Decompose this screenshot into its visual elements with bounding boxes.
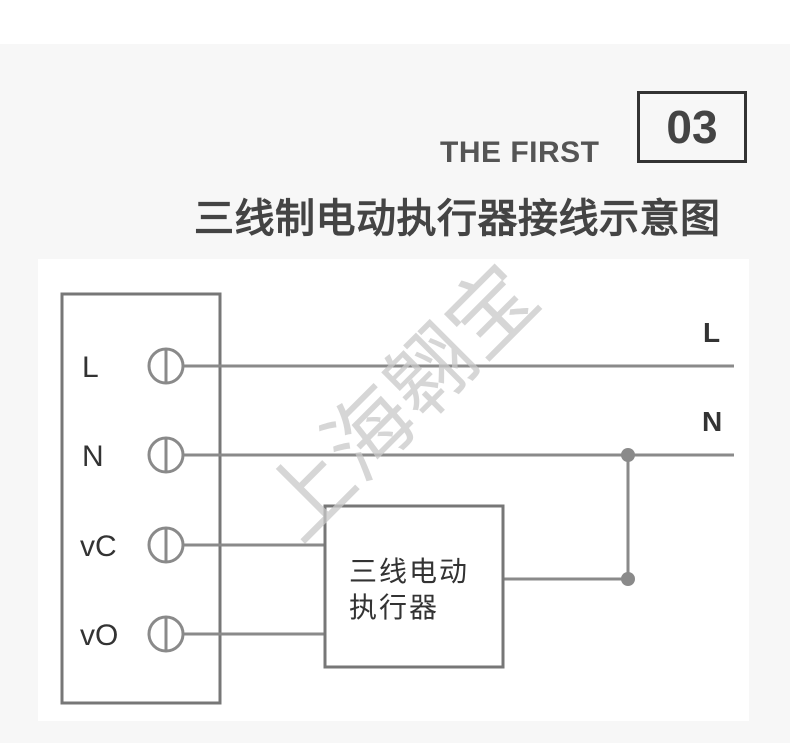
terminal-block bbox=[60, 292, 222, 705]
actuator-junction-dot bbox=[621, 572, 635, 586]
actuator-label-line1: 三线电动 bbox=[349, 555, 469, 588]
actuator-label-line2: 执行器 bbox=[349, 591, 439, 624]
page-title: 三线制电动执行器接线示意图 bbox=[194, 196, 721, 242]
section-number-badge: 03 bbox=[637, 91, 747, 163]
live-line-label: L bbox=[703, 317, 720, 348]
terminal-label-vo: vO bbox=[80, 619, 118, 652]
actuator-box bbox=[323, 504, 505, 669]
terminal-screw-vc bbox=[147, 526, 185, 564]
terminal-screw-n bbox=[147, 436, 185, 474]
terminal-screw-l bbox=[147, 347, 185, 385]
terminal-screw-vo bbox=[147, 615, 185, 653]
neutral-line-label: N bbox=[702, 406, 722, 437]
neutral-junction-dot bbox=[621, 448, 635, 462]
section-subtitle: THE FIRST bbox=[440, 136, 600, 169]
terminal-label-vc: vC bbox=[80, 530, 117, 563]
terminal-label-n: N bbox=[82, 440, 104, 473]
terminal-label-l: L bbox=[82, 351, 99, 384]
